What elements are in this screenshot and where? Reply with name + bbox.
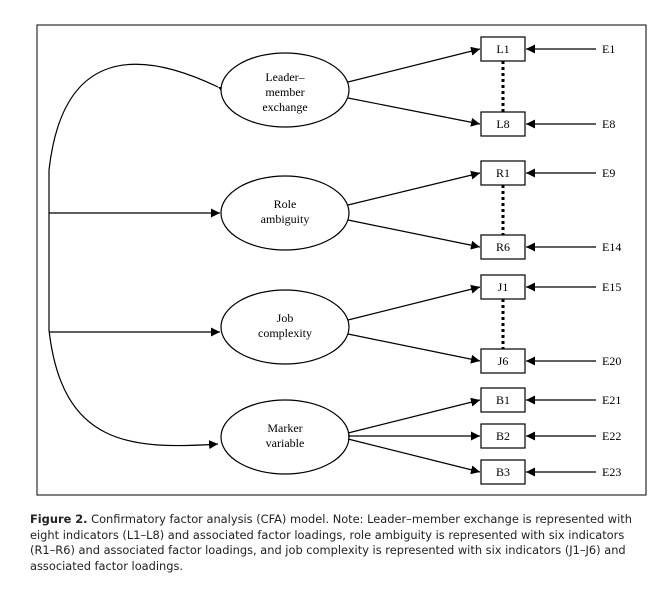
- indicator-b2: B2 E22: [480, 423, 621, 449]
- error-label: E20: [602, 354, 621, 368]
- caption-text: Confirmatory factor analysis (CFA) model…: [30, 512, 632, 573]
- error-label: E21: [602, 393, 621, 407]
- factor-label-line: exchange: [262, 100, 307, 114]
- factor-label-line: complexity: [258, 326, 312, 340]
- figure-caption: Figure 2. Confirmatory factor analysis (…: [30, 512, 650, 574]
- indicator-box: [480, 348, 526, 374]
- indicator-b1: B1 E21: [480, 387, 621, 413]
- indicator-b3: B3 E23: [480, 459, 621, 485]
- factor-job-complexity: Job complexity: [220, 289, 350, 365]
- factor-label-line: variable: [266, 436, 305, 450]
- factor-label-line: Leader–: [265, 70, 305, 84]
- indicator-label: B2: [496, 429, 510, 443]
- indicator-label: R6: [496, 240, 510, 254]
- indicator-box: [480, 274, 526, 300]
- loading-arrow: [347, 397, 481, 434]
- indicator-label: R1: [496, 166, 510, 180]
- factor-label-line: Marker: [267, 421, 302, 435]
- indicator-label: L8: [496, 117, 509, 131]
- indicator-label: J1: [498, 280, 509, 294]
- cfa-diagram: Leader– member exchange Role ambiguity J…: [36, 24, 647, 496]
- indicator-box: [480, 111, 526, 137]
- indicator-j6: J6 E20: [480, 348, 621, 374]
- indicator-l8: L8 E8: [480, 111, 615, 137]
- indicator-l1: L1 E1: [480, 36, 615, 62]
- loading-arrow: [347, 219, 481, 250]
- factor-role-ambiguity: Role ambiguity: [220, 175, 350, 251]
- indicator-box: [480, 36, 526, 62]
- covariance-curve: [48, 63, 229, 450]
- loading-arrow: [347, 333, 481, 364]
- indicator-label: B1: [496, 393, 510, 407]
- loading-arrow: [347, 170, 481, 206]
- indicator-box: [480, 387, 526, 413]
- indicator-box: [480, 423, 526, 449]
- indicator-label: L1: [496, 42, 509, 56]
- error-label: E22: [602, 429, 621, 443]
- factor-leader-member-exchange: Leader– member exchange: [220, 52, 350, 128]
- factor-label-line: Role: [274, 197, 297, 211]
- error-label: E9: [602, 166, 615, 180]
- diagram-frame: [36, 24, 647, 496]
- loading-arrow: [347, 284, 481, 321]
- factor-label-line: ambiguity: [261, 212, 310, 226]
- indicator-box: [480, 459, 526, 485]
- factor-marker-variable: Marker variable: [220, 399, 350, 475]
- indicator-label: J6: [498, 354, 509, 368]
- error-label: E8: [602, 117, 615, 131]
- caption-label: Figure 2.: [30, 512, 88, 526]
- indicator-r6: R6 E14: [480, 234, 621, 260]
- indicator-label: B3: [496, 465, 510, 479]
- indicator-box: [480, 160, 526, 186]
- loading-arrow: [347, 438, 481, 475]
- loading-arrow: [347, 97, 481, 127]
- error-label: E14: [602, 240, 621, 254]
- indicator-r1: R1 E9: [480, 160, 615, 186]
- factor-label-line: Job: [277, 311, 294, 325]
- error-label: E23: [602, 465, 621, 479]
- factor-label-line: member: [265, 85, 304, 99]
- loading-arrow: [347, 46, 481, 83]
- error-label: E1: [602, 42, 615, 56]
- indicator-box: [480, 234, 526, 260]
- error-label: E15: [602, 280, 621, 294]
- indicator-j1: J1 E15: [480, 274, 621, 300]
